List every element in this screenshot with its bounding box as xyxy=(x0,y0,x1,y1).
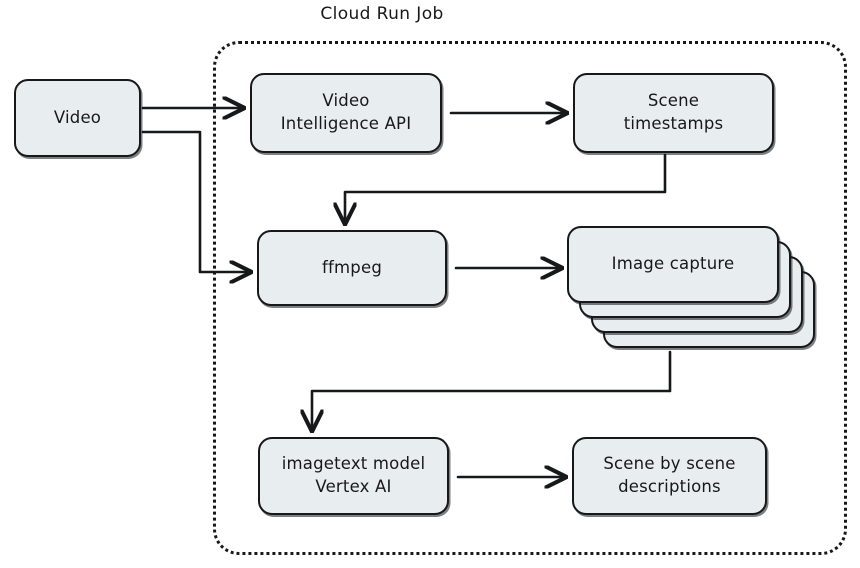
node-image-capture-line2: capture xyxy=(669,254,735,274)
node-scene-descriptions-line2: descriptions xyxy=(618,477,721,496)
node-scene-timestamps-line1: Scene xyxy=(647,91,700,111)
node-video-intelligence-api-line1: Video xyxy=(322,91,370,111)
node-imagetext-model-line1: imagetext model xyxy=(281,454,426,474)
node-imagetext-model[interactable]: imagetext model Vertex AI xyxy=(258,437,449,515)
cloud-run-job-group xyxy=(213,41,847,555)
node-scene-descriptions[interactable]: Scene by scene descriptions xyxy=(572,437,767,515)
node-video-intelligence-api-line2: Intelligence API xyxy=(280,114,412,133)
node-scene-timestamps-line2: timestamps xyxy=(623,114,724,133)
node-video[interactable]: Video xyxy=(14,79,141,157)
node-video-intelligence-api[interactable]: Video Intelligence API xyxy=(250,73,442,153)
node-ffmpeg[interactable]: ffmpeg xyxy=(257,230,447,306)
node-ffmpeg-label: ffmpeg xyxy=(322,257,382,277)
node-imagetext-model-line2: Vertex AI xyxy=(315,477,392,496)
node-image-capture-stack[interactable]: Image capture xyxy=(567,226,817,351)
node-video-label: Video xyxy=(53,107,102,127)
node-scene-timestamps[interactable]: Scene timestamps xyxy=(573,73,774,153)
cloud-run-job-group-title: Cloud Run Job xyxy=(320,4,444,24)
node-scene-descriptions-line1: Scene by scene xyxy=(603,454,736,474)
node-image-capture[interactable]: Image capture xyxy=(567,226,779,303)
node-image-capture-line1: Image xyxy=(611,254,665,274)
